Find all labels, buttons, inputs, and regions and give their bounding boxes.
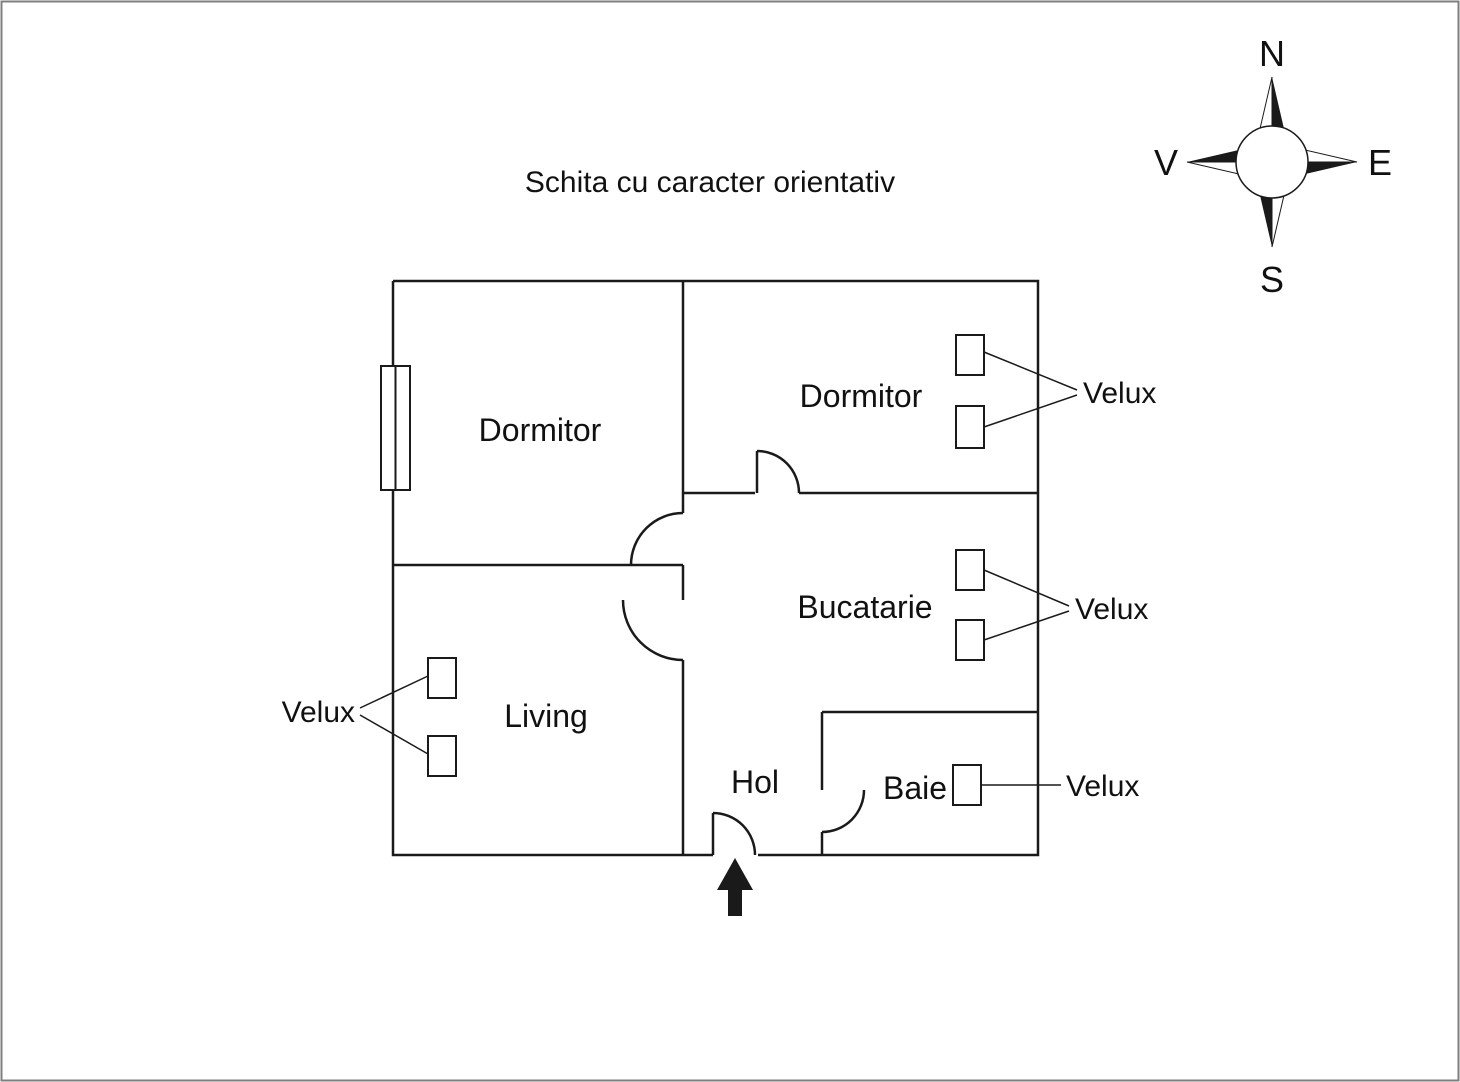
room-label-bucatarie: Bucatarie <box>797 589 932 625</box>
velux-label-bucatarie: Velux <box>1075 593 1148 626</box>
compass-center-circle <box>1235 125 1309 199</box>
velux-window-dormitor2-a <box>955 334 985 376</box>
velux-label-dormitor2: Velux <box>1083 377 1156 410</box>
velux-leader-bucatarie-b <box>983 610 1070 641</box>
entrance-arrow-icon <box>717 858 753 916</box>
velux-leader-dormitor2-a <box>983 351 1078 391</box>
velux-leader-bucatarie-a <box>983 569 1070 607</box>
velux-window-bucatarie-b <box>955 619 985 661</box>
room-labels: Dormitor Dormitor Bucatarie Living Hol B… <box>479 378 947 806</box>
room-label-dormitor2: Dormitor <box>800 378 923 414</box>
velux-labels: Velux Velux Velux Velux <box>282 377 1157 803</box>
sketch-title: Schita cu caracter orientativ <box>525 166 895 199</box>
velux-label-baie: Velux <box>1066 770 1139 803</box>
compass-label-north: N <box>1259 33 1285 74</box>
velux-leader-living-b <box>359 714 429 755</box>
velux-window-bucatarie-a <box>955 549 985 591</box>
velux-window-living-a <box>427 657 457 699</box>
velux-leader-living-a <box>359 675 429 709</box>
compass-label-east: E <box>1368 142 1392 183</box>
window-symbol <box>380 365 411 491</box>
room-label-baie: Baie <box>883 770 947 806</box>
door-swings <box>621 449 866 856</box>
door-arc-dormitor2 <box>756 449 801 494</box>
velux-symbols <box>359 334 1078 806</box>
velux-window-living-b <box>427 735 457 777</box>
velux-window-dormitor2-b <box>955 405 985 449</box>
walls <box>391 279 1040 857</box>
velux-window-baie <box>952 764 982 806</box>
velux-leader-dormitor2-b <box>983 394 1078 428</box>
room-label-dormitor1: Dormitor <box>479 412 602 448</box>
compass-label-west: V <box>1154 142 1178 183</box>
door-arc-entrance <box>712 811 757 856</box>
room-label-living: Living <box>504 698 588 734</box>
compass-rose-icon: N E S V <box>1154 33 1392 300</box>
door-arc-baie <box>821 789 866 834</box>
outer-wall-right <box>393 279 1040 857</box>
compass-label-south: S <box>1260 259 1284 300</box>
door-arc-living <box>621 599 684 662</box>
door-arc-dormitor1 <box>629 511 684 566</box>
velux-label-living: Velux <box>282 696 355 729</box>
room-label-hol: Hol <box>731 764 779 800</box>
